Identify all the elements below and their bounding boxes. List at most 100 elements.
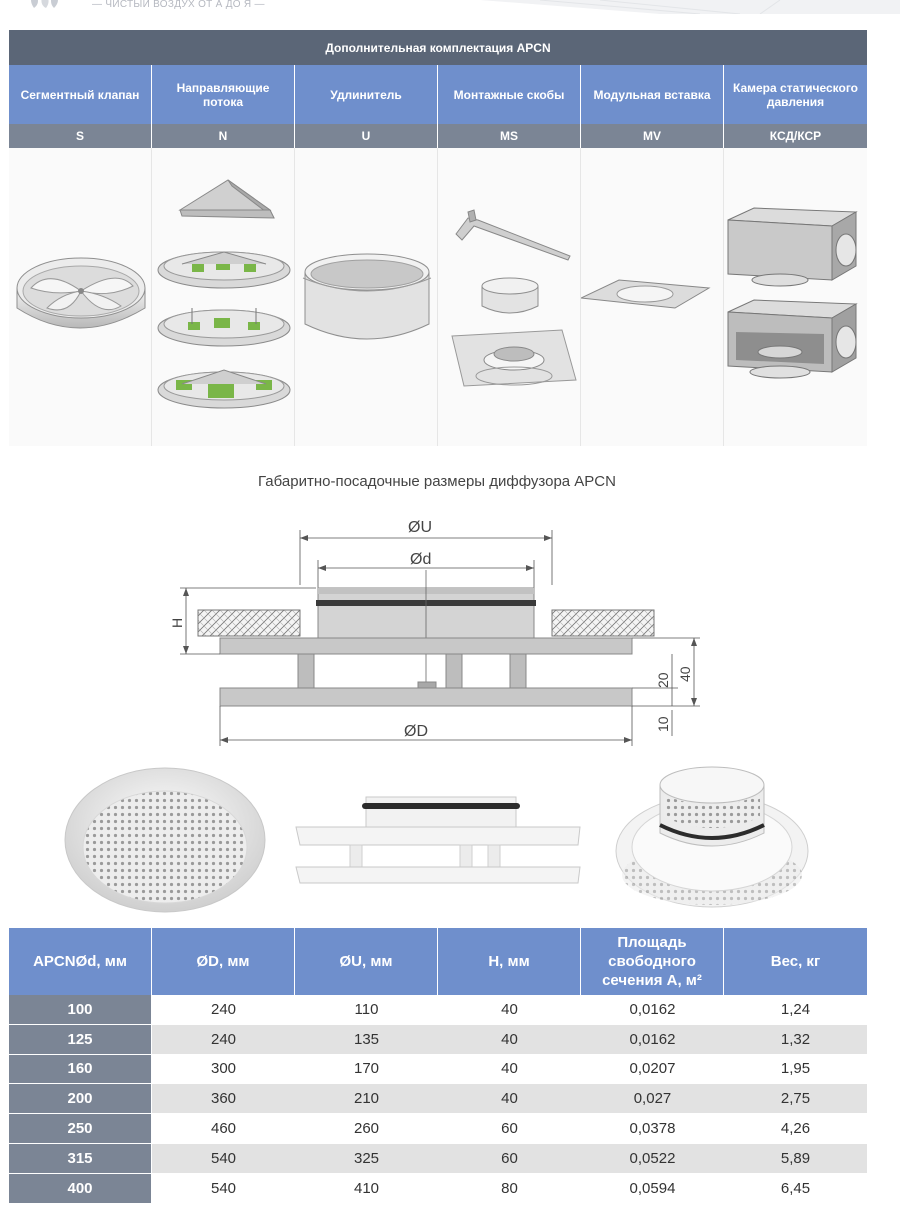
column-header: Площадь свободного сечения А, м²	[581, 928, 724, 995]
acc-col-code: N	[152, 124, 295, 148]
table-cell: 0,0162	[581, 1024, 724, 1055]
acc-col-code: MV	[581, 124, 724, 148]
label-10: 10	[655, 716, 671, 732]
mounting-brackets-image	[438, 148, 581, 446]
acc-col-name: Сегментный клапан	[9, 65, 152, 124]
table-cell: 60	[438, 1114, 581, 1144]
table-cell: 240	[152, 995, 295, 1025]
label-20: 20	[655, 672, 671, 688]
page-header: — ЧИСТЫЙ ВОЗДУХ ОТ А ДО Я —	[0, 0, 900, 14]
table-cell: 40	[438, 1054, 581, 1085]
acc-col-name: Направляющие потока	[152, 65, 295, 124]
row-size-cell: 200	[9, 1084, 152, 1115]
table-cell: 6,45	[724, 1173, 867, 1204]
table-cell: 0,0162	[581, 995, 724, 1025]
header-decoration	[480, 0, 900, 14]
table-cell: 1,24	[724, 995, 867, 1025]
table-cell: 135	[295, 1024, 438, 1055]
label-d: Ød	[410, 551, 431, 568]
table-cell: 5,89	[724, 1143, 867, 1174]
product-photos	[64, 766, 809, 913]
row-size-cell: 400	[9, 1173, 152, 1204]
table-cell: 0,0207	[581, 1054, 724, 1085]
acc-col-name: Удлинитель	[295, 65, 438, 124]
dimension-drawing: ØU Ød H 20 40 10 ØD	[169, 519, 700, 746]
accessories-code-row: S N U MS MV КСД/КСР	[9, 124, 867, 148]
extension-image	[295, 148, 438, 446]
table-cell: 40	[438, 995, 581, 1025]
acc-col-code: КСД/КСР	[769, 129, 822, 143]
flow-guides-image	[152, 148, 295, 446]
table-cell: 1,95	[724, 1054, 867, 1085]
column-header: ØD, мм	[152, 928, 295, 995]
guide-disc	[157, 308, 291, 347]
accessories-image-row	[9, 148, 867, 446]
diffuser-front-photo	[64, 767, 266, 913]
table-cell: 540	[152, 1173, 295, 1204]
table-cell: 300	[152, 1054, 295, 1085]
dimensions-title: Габаритно-посадочные размеры диффузора A…	[258, 473, 616, 490]
table-cell: 360	[152, 1084, 295, 1115]
table-cell: 80	[438, 1173, 581, 1204]
table-cell: 210	[295, 1084, 438, 1115]
row-size-cell: 315	[9, 1143, 152, 1174]
segment-valve-image	[9, 148, 152, 446]
accessories-title: Дополнительная комплектация APCN	[9, 30, 867, 65]
accessories-table: Дополнительная комплектация APCN Сегмент…	[9, 30, 867, 446]
acc-col-code: U	[295, 124, 438, 148]
table-cell: 1,32	[724, 1024, 867, 1055]
row-size-cell: 125	[9, 1024, 152, 1055]
table-cell: 0,027	[581, 1084, 724, 1115]
acc-col-code: S	[9, 124, 152, 148]
label-u: ØU	[408, 519, 432, 536]
row-size-cell: 250	[9, 1114, 152, 1144]
table-cell: 170	[295, 1054, 438, 1085]
accessories-header-row: Сегментный клапан Направляющие потока Уд…	[9, 65, 867, 124]
fan-logo-icon	[31, 0, 58, 8]
acc-col-code: MS	[438, 124, 581, 148]
acc-col-name: Камера статического давления	[732, 80, 858, 109]
table-header-row: APCNØd, мм ØD, мм ØU, мм H, мм Площадь с…	[9, 928, 867, 995]
table-cell: 4,26	[724, 1114, 867, 1144]
table-cell: 60	[438, 1143, 581, 1174]
guide-disc	[157, 251, 291, 289]
modular-insert-image	[581, 148, 724, 446]
diffuser-side-photo	[295, 796, 581, 884]
table-cell: 410	[295, 1173, 438, 1204]
table-cell: 325	[295, 1143, 438, 1174]
label-D: ØD	[404, 723, 428, 740]
column-header: ØU, мм	[295, 928, 438, 995]
guide-disc	[157, 369, 291, 409]
acc-col-name: Модульная вставка	[581, 65, 724, 124]
table-cell: 460	[152, 1114, 295, 1144]
row-size-cell: 160	[9, 1054, 152, 1085]
table-cell: 260	[295, 1114, 438, 1144]
table-cell: 0,0594	[581, 1173, 724, 1204]
column-header: APCNØd, мм	[9, 928, 152, 995]
table-cell: 40	[438, 1024, 581, 1055]
column-header: Вес, кг	[770, 953, 821, 970]
table-cell: 2,75	[724, 1084, 867, 1115]
label-h: H	[169, 618, 185, 628]
row-size-cell: 100	[9, 995, 152, 1025]
dimensions-table: APCNØd, мм ØD, мм ØU, мм H, мм Площадь с…	[9, 928, 867, 1204]
table-cell: 240	[152, 1024, 295, 1055]
tagline: — ЧИСТЫЙ ВОЗДУХ ОТ А ДО Я —	[92, 0, 265, 10]
table-cell: 0,0522	[581, 1143, 724, 1174]
table-cell: 40	[438, 1084, 581, 1115]
label-40: 40	[677, 666, 693, 682]
table-cell: 540	[152, 1143, 295, 1174]
diffuser-iso-photo	[615, 766, 809, 908]
column-header: H, мм	[438, 928, 581, 995]
acc-col-name: Монтажные скобы	[438, 65, 581, 124]
table-cell: 110	[295, 995, 438, 1025]
plenum-box-image	[724, 148, 867, 446]
table-cell: 0,0378	[581, 1114, 724, 1144]
